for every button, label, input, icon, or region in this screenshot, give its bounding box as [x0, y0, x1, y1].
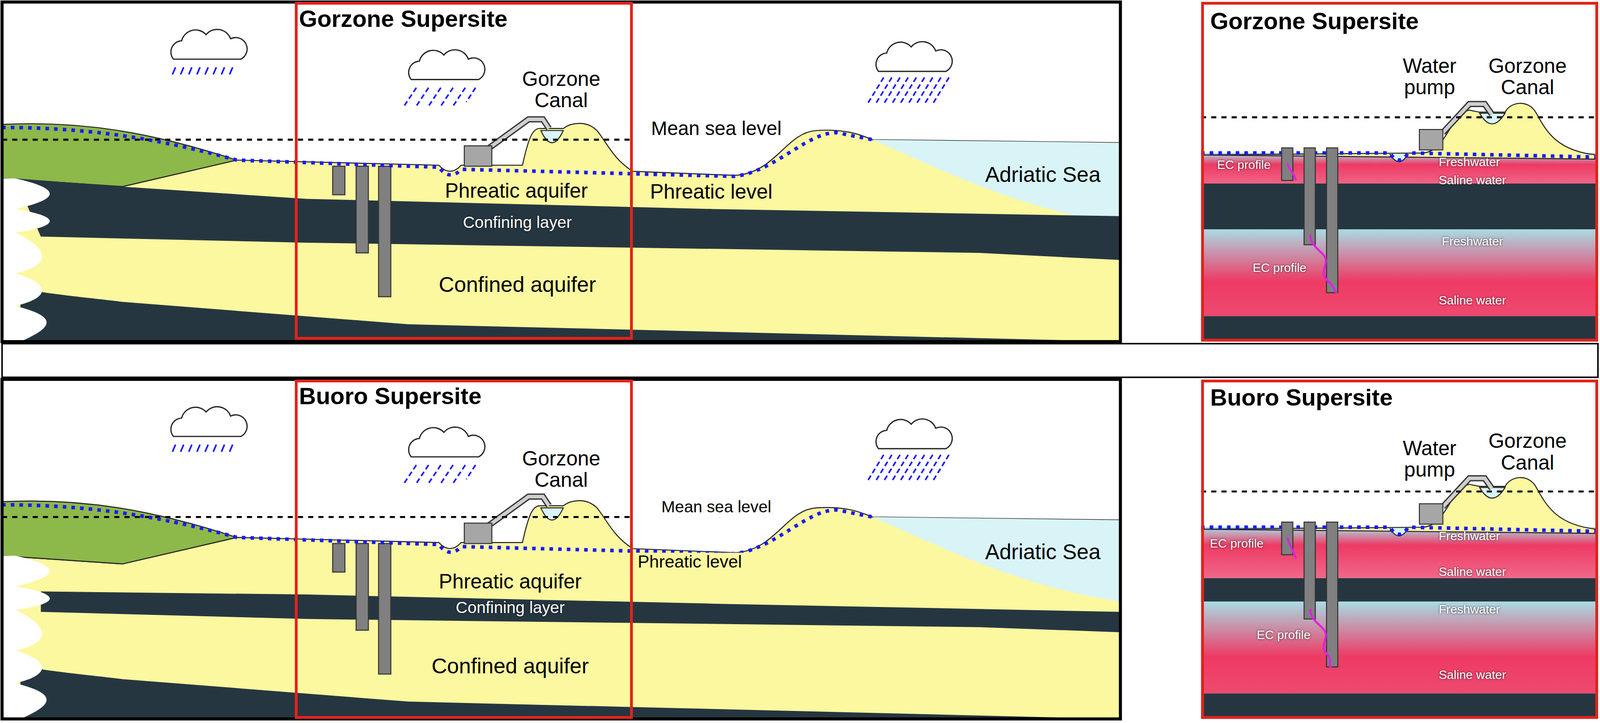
diagram-label: Gorzone Canal	[510, 448, 613, 491]
diagram-label: Confining layer	[455, 599, 566, 617]
diagram-label: EC profile	[1216, 158, 1271, 172]
diagram-label: Mean sea level	[650, 118, 782, 139]
diagram-label: Mean sea level	[661, 498, 772, 516]
diagram-label: Adriatic Sea	[985, 540, 1101, 564]
panel-heading: Gorzone Supersite	[299, 5, 508, 33]
illustration-shape	[1287, 163, 1297, 181]
illustration-shape	[1201, 477, 1598, 668]
diagram-label: Confined aquifer	[431, 655, 590, 678]
illustration-shape	[1201, 183, 1598, 230]
illustration-shape	[1, 29, 952, 297]
diagram-label: EC profile	[1209, 537, 1264, 551]
illustration-shape	[1, 379, 1121, 720]
illustration-shape	[1201, 602, 1598, 695]
diagram-label: Water pump	[1388, 55, 1471, 98]
panel-heading: Buoro Supersite	[299, 382, 482, 410]
illustration-shape	[1201, 693, 1598, 720]
illustration-shape	[1, 556, 50, 720]
illustration-shape	[1310, 609, 1331, 669]
panel-heading: Buoro Supersite	[1209, 383, 1393, 412]
illustration-shape	[15, 178, 1121, 261]
diagram-label: Water pump	[1388, 437, 1471, 481]
diagram-label: Gorzone Canal	[510, 68, 613, 111]
illustration-shape	[1201, 316, 1598, 342]
diagram-label: Confined aquifer	[438, 273, 597, 296]
illustration-shape	[1, 379, 1121, 720]
diagram-label: Adriatic Sea	[985, 163, 1101, 186]
illustration-shape	[1201, 229, 1598, 317]
buoro-cross-section	[1, 379, 1121, 720]
illustration-shape	[1201, 1, 1598, 342]
gorzone-cross-section	[1, 1, 1121, 342]
illustration-shape	[1287, 537, 1297, 560]
illustration-shape	[1, 178, 50, 343]
illustration-shape	[1, 406, 952, 675]
diagram-label: Phreatic level	[650, 181, 773, 203]
illustration-shape	[1310, 234, 1337, 294]
diagram-label: Freshwater	[1438, 603, 1501, 617]
panel-heading: Gorzone Supersite	[1209, 7, 1419, 35]
diagram-label: Saline water	[1438, 565, 1507, 579]
illustration-shape	[40, 591, 1121, 633]
supersite-box: Gorzone Supersite	[1201, 1, 1599, 342]
illustration-shape	[1, 1, 1121, 342]
diagram-label: Phreatic aquifer	[438, 571, 582, 593]
illustration-shape	[1201, 103, 1598, 293]
illustration-shape	[1, 1, 1121, 342]
diagram-label: EC profile	[1252, 261, 1307, 275]
diagram-label: Gorzone Canal	[1476, 55, 1579, 98]
diagram-label: Freshwater	[1441, 235, 1503, 249]
diagram-label: Saline water	[1438, 294, 1507, 308]
diagram-label: Saline water	[1438, 174, 1507, 188]
diagram-label: Freshwater	[1438, 156, 1501, 170]
diagram-label: Freshwater	[1438, 530, 1501, 544]
diagram-label: Confining layer	[462, 214, 573, 232]
illustration-shape	[1201, 578, 1598, 603]
diagram-label: Saline water	[1438, 669, 1507, 683]
buoro-zoom	[1201, 379, 1598, 720]
frame	[1, 344, 1598, 378]
gorzone-zoom	[1201, 1, 1598, 342]
diagram-label: Gorzone Canal	[1476, 430, 1579, 474]
diagram-label: Phreatic aquifer	[444, 180, 588, 202]
illustration-shape	[1201, 379, 1598, 720]
diagram-label: EC profile	[1256, 629, 1311, 643]
diagram-label: Phreatic level	[635, 552, 745, 572]
